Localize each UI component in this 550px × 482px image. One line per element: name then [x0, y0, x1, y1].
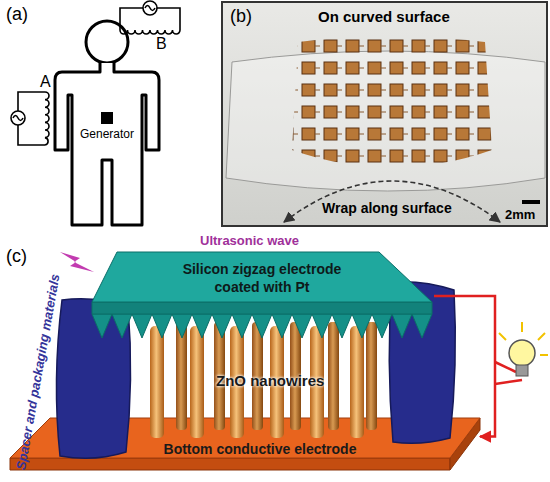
wrap-arrow: [284, 181, 500, 222]
bulb-base: [516, 365, 528, 376]
nanowire: [176, 322, 187, 430]
coil-wire: [120, 8, 143, 30]
ac-sine: [145, 6, 155, 11]
nanowire: [366, 322, 377, 430]
slab-top-face: [92, 252, 432, 302]
ac-source-symbol: [143, 1, 157, 15]
head-outline: [86, 21, 128, 63]
body-outline: [55, 63, 159, 225]
ray: [538, 333, 545, 340]
scale-bar: [522, 200, 540, 204]
wave-label: Ultrasonic wave: [200, 233, 299, 249]
photo-caption: Wrap along surface: [322, 200, 452, 217]
plate-front-face: [10, 458, 450, 470]
part-label: ZnO nanowires: [216, 372, 324, 390]
nanowire: [328, 322, 339, 430]
ray: [521, 322, 523, 332]
photo-caption: On curved surface: [318, 8, 450, 26]
nanowire: [190, 326, 204, 438]
light-bulb: [495, 322, 548, 384]
circuit-wire: [434, 296, 495, 437]
node-text: Generator: [72, 127, 142, 141]
ray: [499, 333, 506, 340]
coil-turns: [120, 30, 180, 34]
photo-frame: [222, 2, 547, 226]
generator-square: [101, 112, 113, 124]
slab-front-face: [92, 302, 432, 314]
nanowires-front: [150, 326, 364, 438]
bulb-glass: [509, 340, 535, 366]
coil-label: B: [156, 34, 167, 53]
panel-letter: (c): [6, 246, 27, 267]
node-text: Bottom conductive electrode: [130, 441, 390, 458]
ac-source-symbol: [11, 111, 25, 125]
coil-turns: [45, 92, 49, 145]
nanowire: [350, 326, 364, 438]
coil-b: [120, 1, 180, 34]
human-figure: [55, 21, 159, 225]
coil-wire: [18, 125, 45, 145]
device-array: [292, 36, 492, 168]
coil-a: [11, 92, 49, 145]
coil-wire: [18, 92, 45, 111]
node-text: Silicon zigzag electrode coated with Pt: [162, 260, 362, 296]
ray: [540, 354, 548, 356]
lightning-bolt: [60, 252, 94, 272]
panel-letter: (a): [6, 4, 28, 25]
photo-panel: [222, 2, 547, 226]
zigzag-teeth: [92, 314, 432, 338]
bulb-wire: [495, 380, 522, 384]
panel-letter: (b): [230, 6, 252, 27]
plate-top-face: [10, 418, 480, 458]
coil-wire: [157, 8, 180, 30]
coil-label: A: [40, 72, 51, 91]
bulb-wire: [495, 362, 516, 372]
ac-sine: [13, 116, 23, 121]
generator-node: Generator: [72, 112, 142, 146]
top-electrode: Silicon zigzag electrode coated with Pt: [92, 252, 434, 340]
scale-label: 2mm: [505, 207, 535, 223]
nanowire: [150, 326, 164, 438]
